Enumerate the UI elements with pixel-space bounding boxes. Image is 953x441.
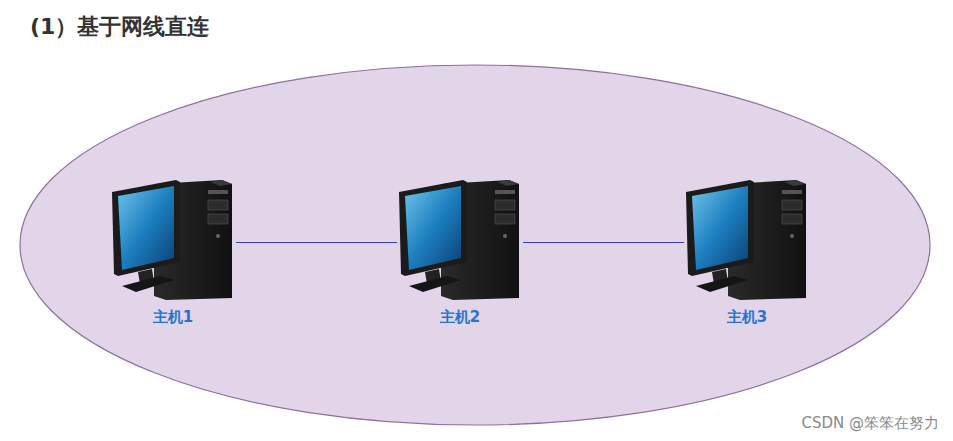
computer-icon — [397, 178, 523, 302]
host-label: 主机2 — [377, 308, 543, 327]
network-cable — [236, 242, 397, 243]
watermark: CSDN @笨笨在努力 — [801, 414, 939, 433]
region-ellipse — [20, 65, 930, 425]
host-label: 主机3 — [664, 308, 830, 327]
host-computer: 主机1 — [110, 178, 236, 327]
network-cable — [523, 242, 684, 243]
computer-icon — [110, 178, 236, 302]
host-label: 主机1 — [90, 308, 256, 327]
computer-icon — [684, 178, 810, 302]
host-computer: 主机3 — [684, 178, 810, 327]
diagram-title: (1）基于网线直连 — [30, 12, 209, 42]
host-computer: 主机2 — [397, 178, 523, 327]
